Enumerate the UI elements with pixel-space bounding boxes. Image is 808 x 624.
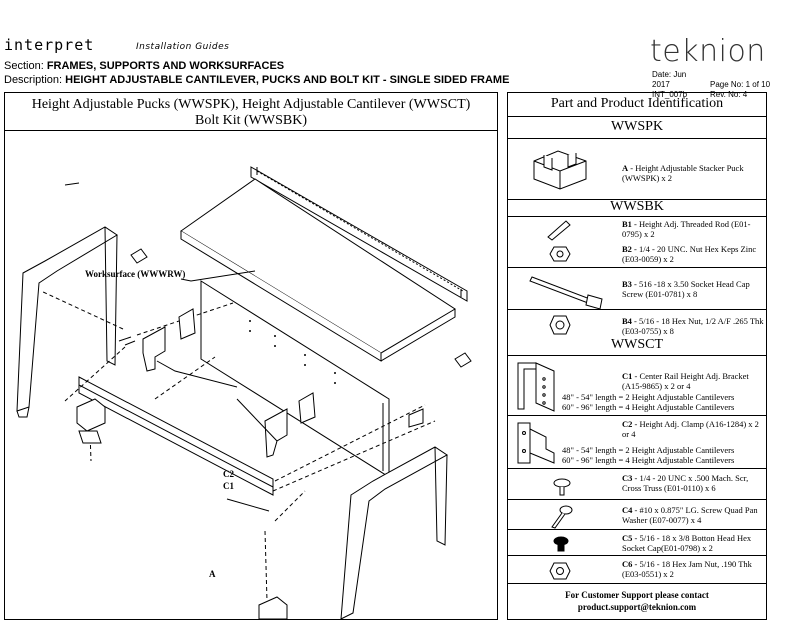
part-a-text: - Height Adjustable Stacker Puck (WWSPK)… (622, 163, 744, 183)
part-b1-label: B1 (622, 219, 632, 229)
divider (508, 199, 766, 200)
part-c3-label: C3 (622, 473, 633, 483)
part-c6-text: - 5/16 - 18 Hex Jam Nut, .190 Thk (E03-0… (622, 559, 752, 579)
jam-nut-icon (548, 561, 572, 581)
c2-note-long: 60" - 96" length = 4 Height Adjustable C… (562, 455, 735, 465)
brand-title: interpret (4, 36, 95, 54)
part-b3: B3 - 516 -18 x 3.50 Socket Head Cap Scre… (622, 279, 767, 299)
page-number: Page No: 1 of 10 (710, 80, 771, 89)
assembly-panel: Height Adjustable Pucks (WWSPK), Height … (4, 92, 498, 620)
doc-date: Date: Jun 2017 (652, 70, 687, 89)
wwsct-heading: WWSCT (610, 337, 664, 352)
parts-panel: Part and Product Identification WWSPK A … (507, 92, 767, 620)
worksurface-label: Worksurface (WWWRW) (85, 269, 186, 279)
teknion-logo: teknion (650, 34, 766, 69)
part-c1: C1 - Center Rail Height Adj. Bracket (A1… (622, 371, 767, 391)
divider (508, 267, 766, 268)
part-a-label: A (622, 163, 629, 173)
c1-note-long: 60" - 96" length = 4 Height Adjustable C… (562, 402, 735, 412)
brand-subtitle: Installation Guides (136, 42, 230, 52)
assembly-title: Height Adjustable Pucks (WWSPK), Height … (5, 93, 497, 131)
part-c4-text: - #10 x 0.875" LG. Screw Quad Pan Washer… (622, 505, 758, 525)
part-c3: C3 - 1/4 - 20 UNC x .500 Mach. Scr, Cros… (622, 473, 767, 493)
part-c6-label: C6 (622, 559, 633, 569)
description-label: Description: (4, 74, 63, 86)
part-c3-text: - 1/4 - 20 UNC x .500 Mach. Scr, Cross T… (622, 473, 749, 493)
part-c6: C6 - 5/16 - 18 Hex Jam Nut, .190 Thk (E0… (622, 559, 767, 579)
part-b2-text: - 1/4 - 20 UNC. Nut Hex Keps Zinc (E03-0… (622, 244, 757, 264)
part-b2-label: B2 (622, 244, 632, 254)
assembly-title-line2: Bolt Kit (WWSBK) (195, 113, 307, 128)
divider (508, 355, 766, 356)
parts-title: Part and Product Identification (508, 93, 766, 117)
c2-label: C2 (223, 469, 234, 479)
revision-number: Rev. No: 4 (710, 90, 748, 99)
divider (508, 583, 766, 584)
threaded-rod-icon (544, 217, 574, 241)
divider (508, 415, 766, 416)
c1-note-short: 48" - 54" length = 2 Height Adjustable C… (562, 392, 735, 402)
part-c5: C5 - 5/16 - 18 x 3/8 Botton Head Hex Soc… (622, 533, 767, 553)
description-value: HEIGHT ADJUSTABLE CANTILEVER, PUCKS AND … (65, 74, 510, 86)
section-label: Section: (4, 60, 44, 72)
part-c2-label: C2 (622, 419, 633, 429)
part-c4: C4 - #10 x 0.875" LG. Screw Quad Pan Was… (622, 505, 767, 525)
part-c2: C2 - Height Adj. Clamp (A16-1284) x 2 or… (622, 419, 767, 439)
part-b4-text: - 5/16 - 18 Hex Nut, 1/2 A/F .265 Thk (E… (622, 316, 764, 336)
doc-id: INT_007b (652, 90, 688, 99)
button-head-cap-icon (552, 535, 570, 553)
truss-screw-icon (552, 477, 572, 497)
part-c1-label: C1 (622, 371, 633, 381)
keps-nut-icon (548, 243, 572, 265)
divider (508, 216, 766, 217)
assembly-diagram (16, 166, 472, 619)
support-email[interactable]: product.support@teknion.com (577, 602, 697, 612)
divider (508, 468, 766, 469)
part-a: A - Height Adjustable Stacker Puck (WWSP… (622, 163, 767, 183)
a-label: A (209, 569, 216, 579)
divider (508, 138, 766, 139)
part-c5-text: - 5/16 - 18 x 3/8 Botton Head Hex Socket… (622, 533, 752, 553)
description-line: Description: HEIGHT ADJUSTABLE CANTILEVE… (4, 74, 509, 86)
part-b1: B1 - Height Adj. Threaded Rod (E01-0795)… (622, 219, 767, 239)
quad-pan-screw-icon (548, 503, 574, 529)
c2-note-short: 48" - 54" length = 2 Height Adjustable C… (562, 445, 735, 455)
part-b2: B2 - 1/4 - 20 UNC. Nut Hex Keps Zinc (E0… (622, 244, 767, 264)
divider (508, 555, 766, 556)
part-b1-text: - Height Adj. Threaded Rod (E01-0795) x … (622, 219, 751, 239)
height-adj-clamp-icon (516, 419, 556, 467)
part-b4-label: B4 (622, 316, 632, 326)
part-c4-label: C4 (622, 505, 633, 515)
section-line: Section: FRAMES, SUPPORTS AND WORKSURFAC… (4, 60, 284, 72)
socket-head-screw-icon (528, 271, 608, 311)
part-c2-text: - Height Adj. Clamp (A16-1284) x 2 or 4 (622, 419, 759, 439)
hex-nut-icon (548, 314, 572, 336)
wwspk-heading: WWSPK (610, 119, 664, 134)
wwsbk-heading: WWSBK (610, 199, 664, 214)
c1-label: C1 (223, 481, 234, 491)
divider (508, 309, 766, 310)
part-b4: B4 - 5/16 - 18 Hex Nut, 1/2 A/F .265 Thk… (622, 316, 767, 336)
divider (508, 499, 766, 500)
stacker-puck-icon (530, 145, 590, 193)
part-c1-text: - Center Rail Height Adj. Bracket (A15-9… (622, 371, 749, 391)
part-b3-label: B3 (622, 279, 632, 289)
center-rail-bracket-icon (516, 359, 556, 413)
part-b3-text: - 516 -18 x 3.50 Socket Head Cap Screw (… (622, 279, 750, 299)
support-line: For Customer Support please contact (565, 590, 709, 600)
assembly-title-line1: Height Adjustable Pucks (WWSPK), Height … (31, 97, 471, 112)
section-value: FRAMES, SUPPORTS AND WORKSURFACES (46, 60, 285, 72)
divider (508, 529, 766, 530)
part-c5-label: C5 (622, 533, 633, 543)
